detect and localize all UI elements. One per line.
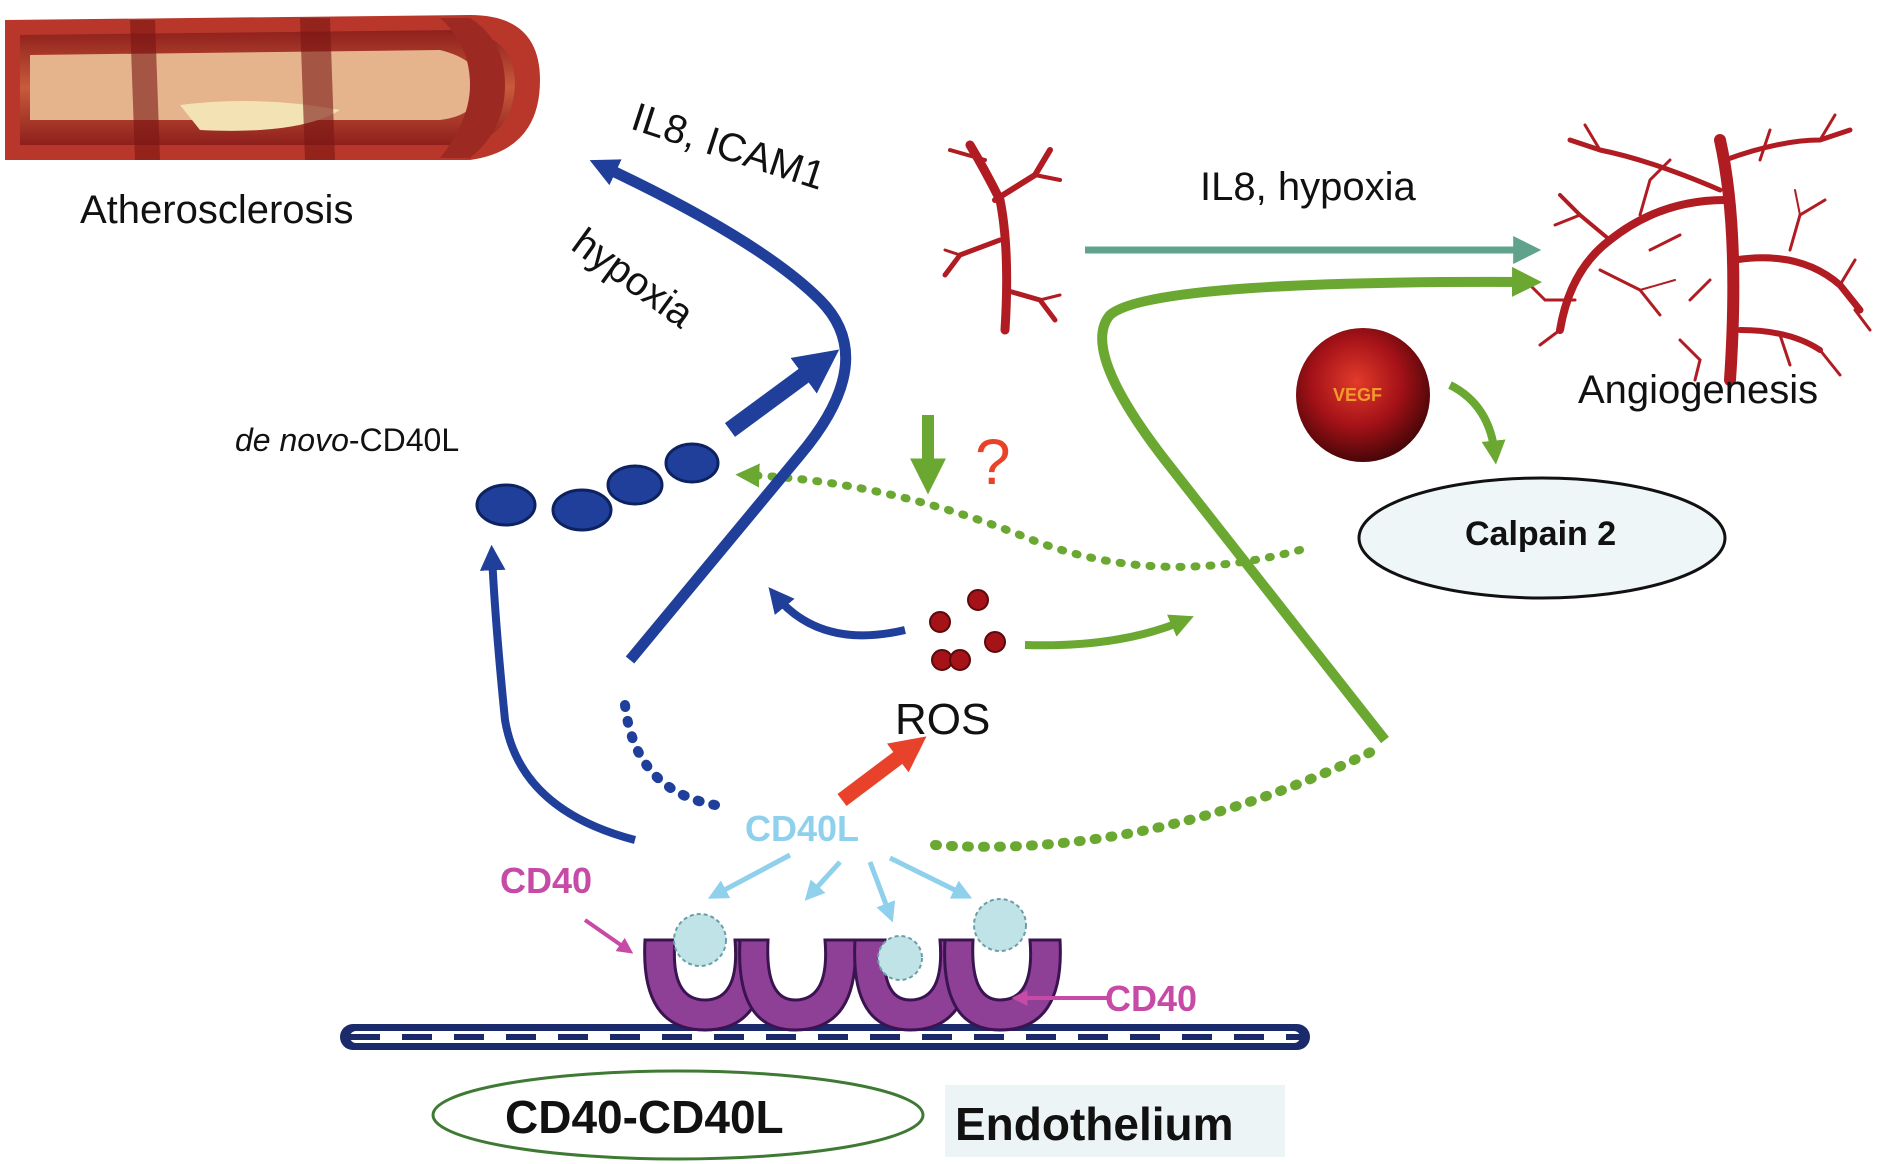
ros-molecules-icon (929, 589, 1006, 671)
ros-to-green-arrow (1024, 614, 1194, 650)
ros-to-blue-arrow (768, 587, 906, 640)
endothelium-box (945, 1085, 1285, 1157)
angiogenesis-label: Angiogenesis (1578, 368, 1819, 412)
cd40-right-label: CD40 (1105, 978, 1198, 1019)
vegf-sphere-icon (1296, 328, 1430, 462)
vegf-to-calpain-arrow (1448, 381, 1506, 465)
denovo-cd40l-molecules (475, 442, 720, 532)
cd40l-binding-arrows (707, 852, 973, 923)
cd40l-to-curve-arrow (724, 349, 840, 437)
vegf-label: VEGF (1333, 385, 1383, 405)
cd40-to-denovo-arrow (479, 544, 637, 844)
complex-ellipse (431, 1069, 925, 1161)
blue-dotted-base (620, 700, 720, 810)
green-pathway-curve (1097, 266, 1542, 744)
cd40-left-arrow (583, 918, 634, 954)
membrane-icon (340, 1024, 1310, 1050)
artery-cross-section-icon (5, 15, 540, 160)
il8-hypoxia-label: IL8, hypoxia (1200, 165, 1416, 209)
cd40-left-label: CD40 (500, 860, 593, 901)
cd40l-label: CD40L (745, 808, 860, 849)
cd40-receptor-icon (643, 898, 1062, 1032)
cd40-cd40l-label: CD40-CD40L (505, 1091, 784, 1143)
de-novo-italic: de novo (235, 422, 349, 458)
vascular-network-icon (1528, 113, 1872, 386)
small-vessel-branch-icon (942, 140, 1062, 335)
ros-label: ROS (895, 695, 991, 744)
green-dotted-cd40l-link (930, 745, 1380, 852)
atherosclerosis-label: Atherosclerosis (80, 188, 354, 232)
blue-pathway-curve (589, 159, 852, 664)
calpain-label: Calpain 2 (1465, 515, 1617, 553)
question-mark: ? (975, 426, 1011, 498)
calpain-to-cd40l-dotted-arrow (735, 463, 1304, 571)
de-novo-suffix: -CD40L (348, 422, 460, 458)
cd40l-to-ros-arrow (837, 736, 927, 806)
calpain-ellipse (1357, 476, 1727, 600)
de-novo-cd40l-label: de novo-CD40L (235, 422, 459, 459)
endothelium-label: Endothelium (955, 1098, 1234, 1150)
